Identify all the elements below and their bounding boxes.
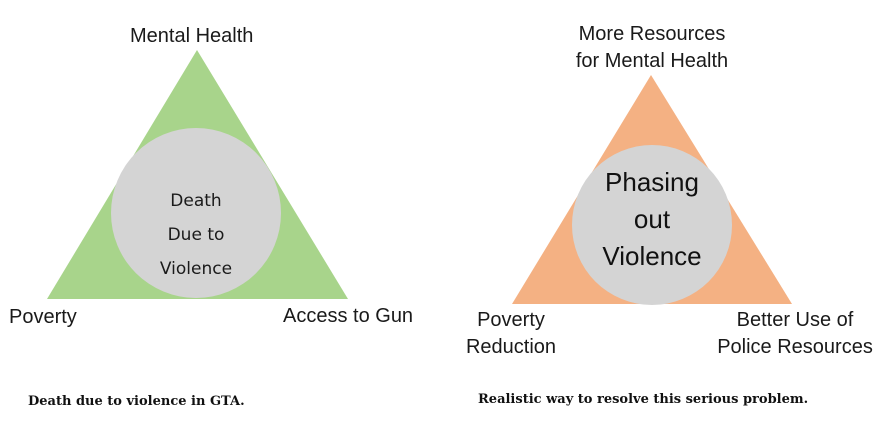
left-bottom-left-label: Poverty: [9, 306, 77, 328]
left-center-text: Death Due to Violence: [136, 184, 256, 286]
right-bottom-left-label: Poverty Reduction: [458, 307, 564, 361]
right-top-label-line: for Mental Health: [575, 50, 729, 72]
right-center-line: out: [633, 204, 671, 234]
left-center-circle: [111, 128, 281, 298]
left-center-line: Death: [170, 191, 222, 211]
right-bottom-left-line: Reduction: [465, 336, 557, 358]
right-top-label: More Resources for Mental Health: [561, 21, 743, 75]
left-top-label: Mental Health: [130, 25, 254, 47]
right-caption: Realistic way to resolve this serious pr…: [478, 392, 809, 407]
right-center-line: Violence: [602, 241, 702, 271]
right-bottom-right-line: Police Resources: [717, 336, 873, 358]
right-center-line: Phasing: [605, 167, 699, 197]
left-bottom-right-label: Access to Gun: [283, 305, 414, 327]
right-center-text: Phasing out Violence: [582, 164, 722, 275]
right-top-label-line: More Resources: [578, 23, 726, 45]
left-center-line: Due to: [167, 225, 225, 245]
right-bottom-right-label: Better Use of Police Resources: [712, 307, 878, 361]
left-center-line: Violence: [159, 259, 233, 279]
right-center-circle: [572, 145, 732, 305]
left-caption: Death due to violence in GTA.: [28, 394, 245, 409]
right-bottom-right-line: Better Use of: [736, 309, 854, 331]
right-bottom-left-line: Poverty: [477, 309, 545, 331]
